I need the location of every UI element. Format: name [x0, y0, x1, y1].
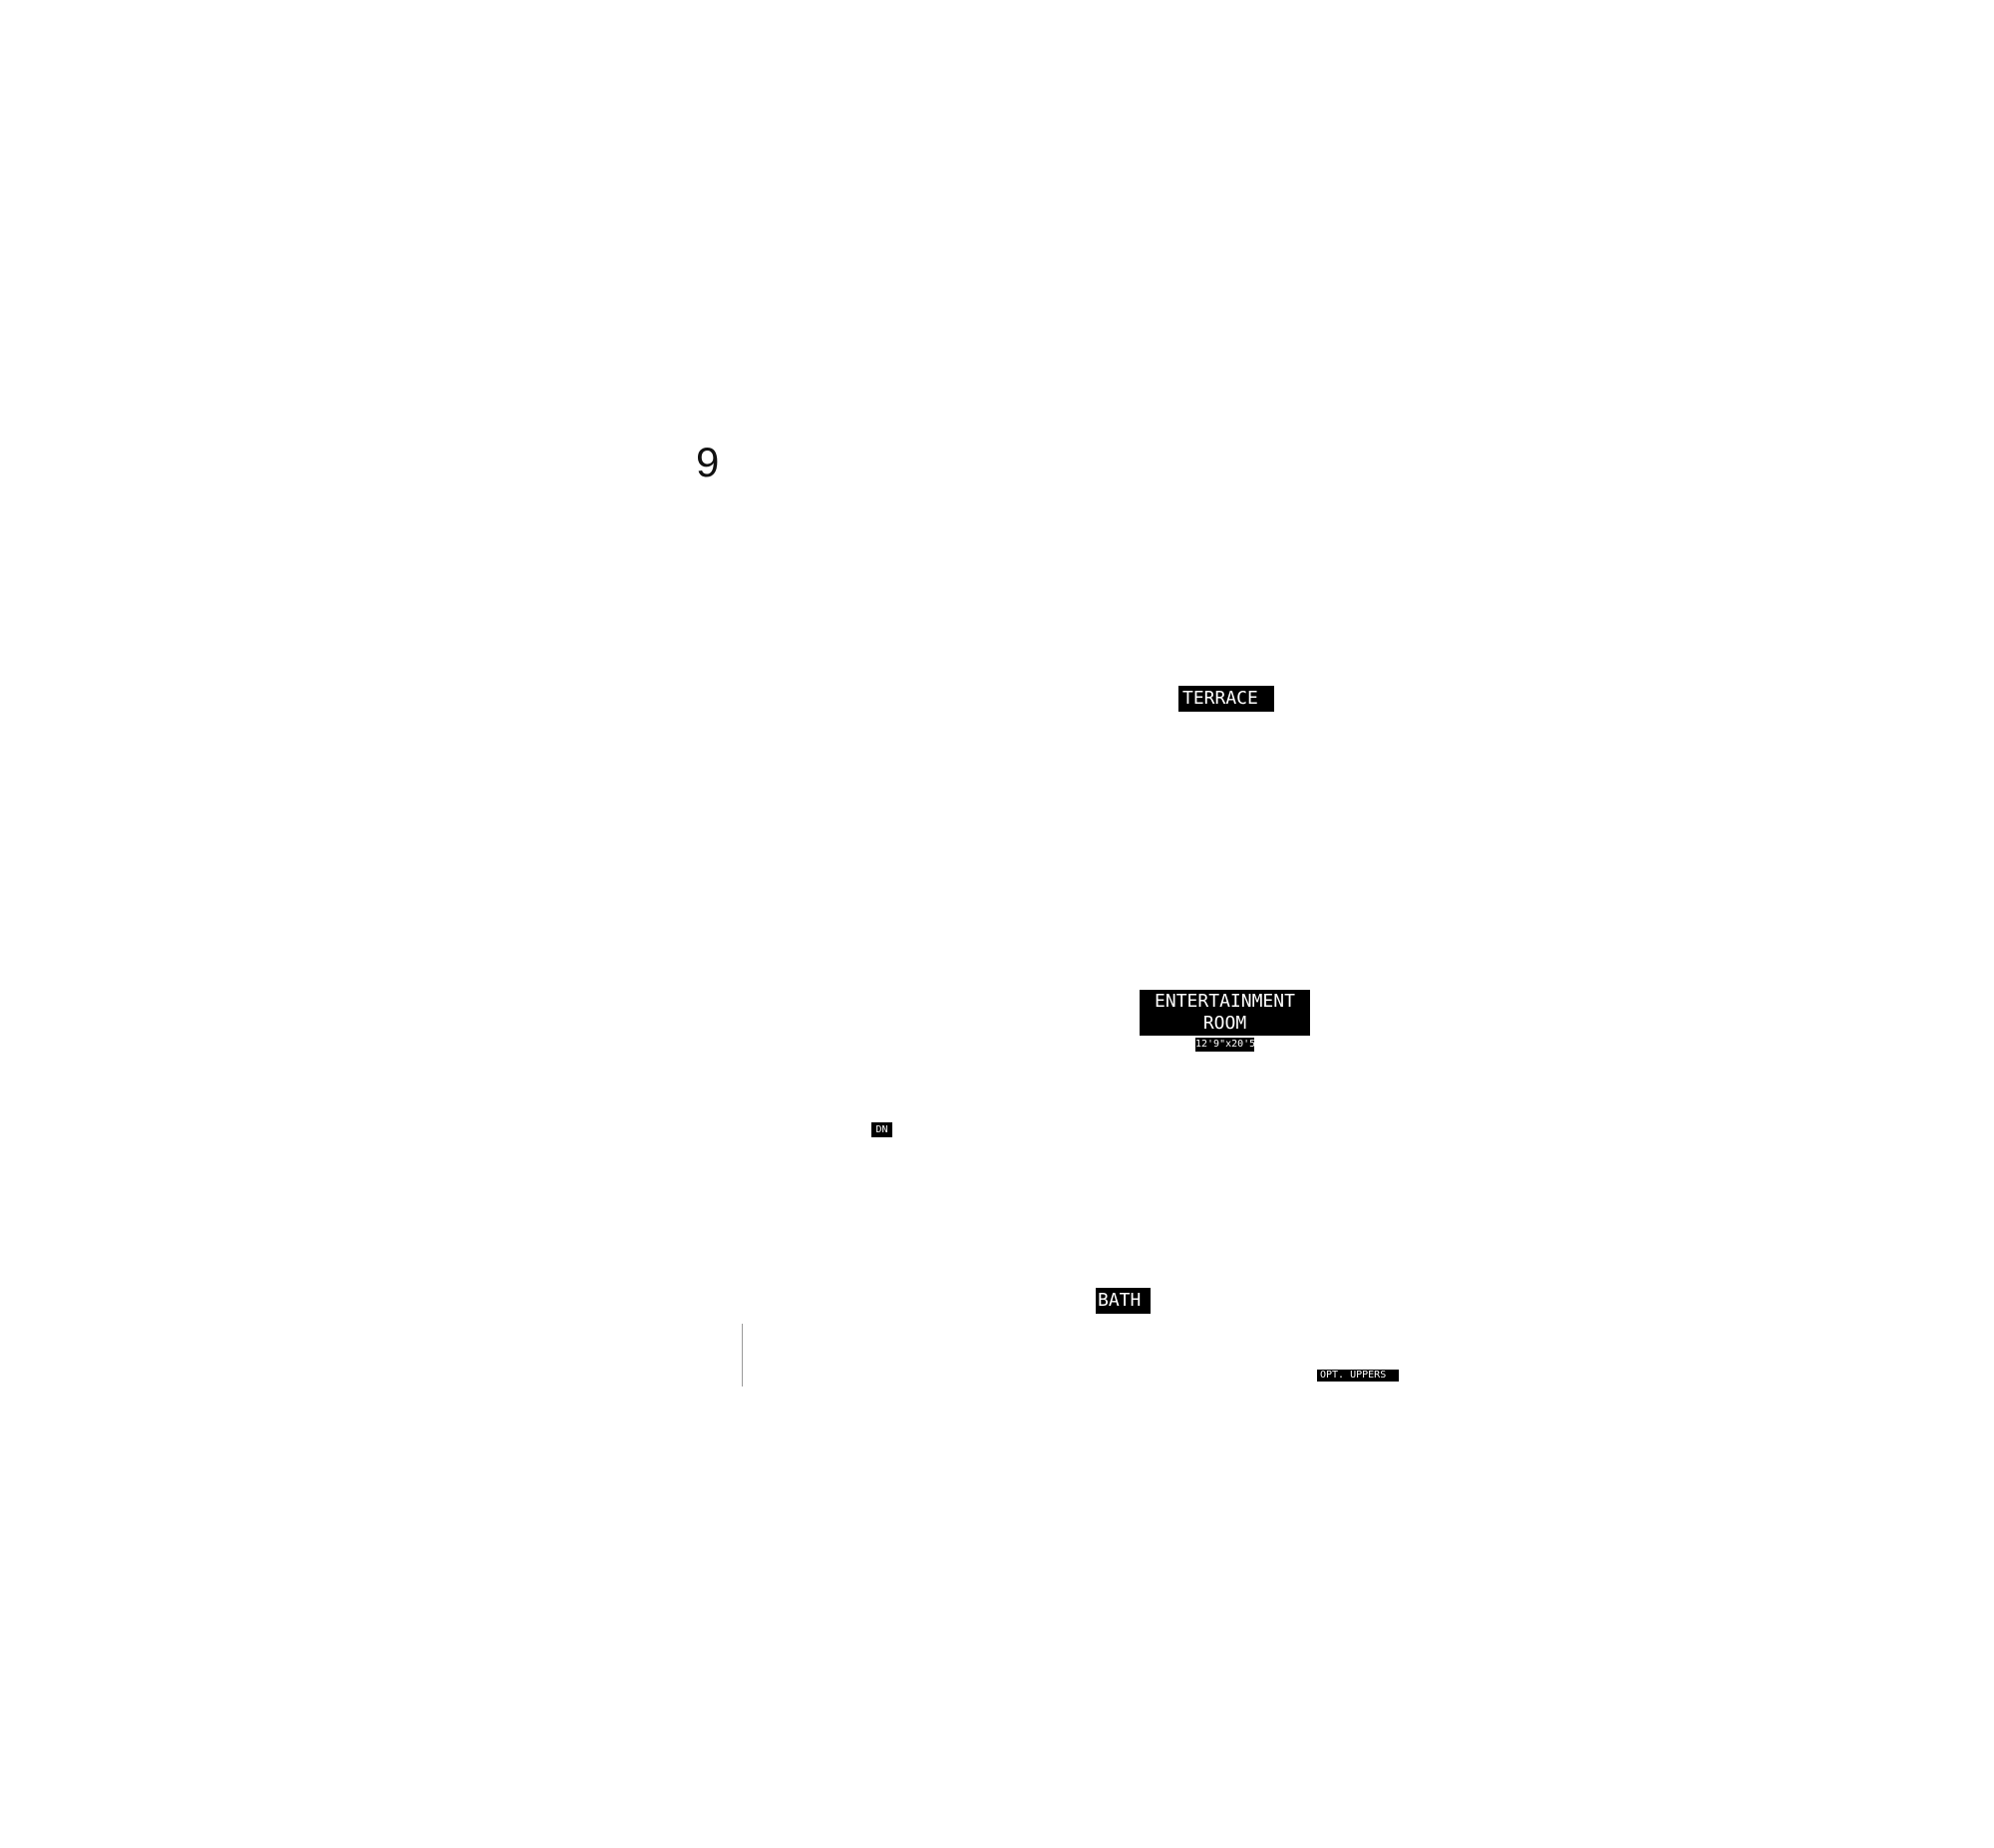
wall-line — [742, 1324, 743, 1386]
optional-uppers-note: OPT. UPPERS — [1317, 1370, 1399, 1382]
page-number: 9 — [696, 439, 720, 485]
entertainment-room-label-line1: ENTERTAINMENT — [1155, 991, 1295, 1012]
bath-room-label: BATH — [1096, 1288, 1151, 1314]
entertainment-room-dimensions: 12'9"x20'5" — [1195, 1038, 1262, 1052]
stairs-down-label: DN — [871, 1122, 892, 1137]
terrace-room-label: TERRACE — [1178, 686, 1274, 712]
entertainment-room-label: ENTERTAINMENT ROOM — [1140, 990, 1310, 1036]
entertainment-room-label-line2: ROOM — [1202, 1013, 1247, 1034]
